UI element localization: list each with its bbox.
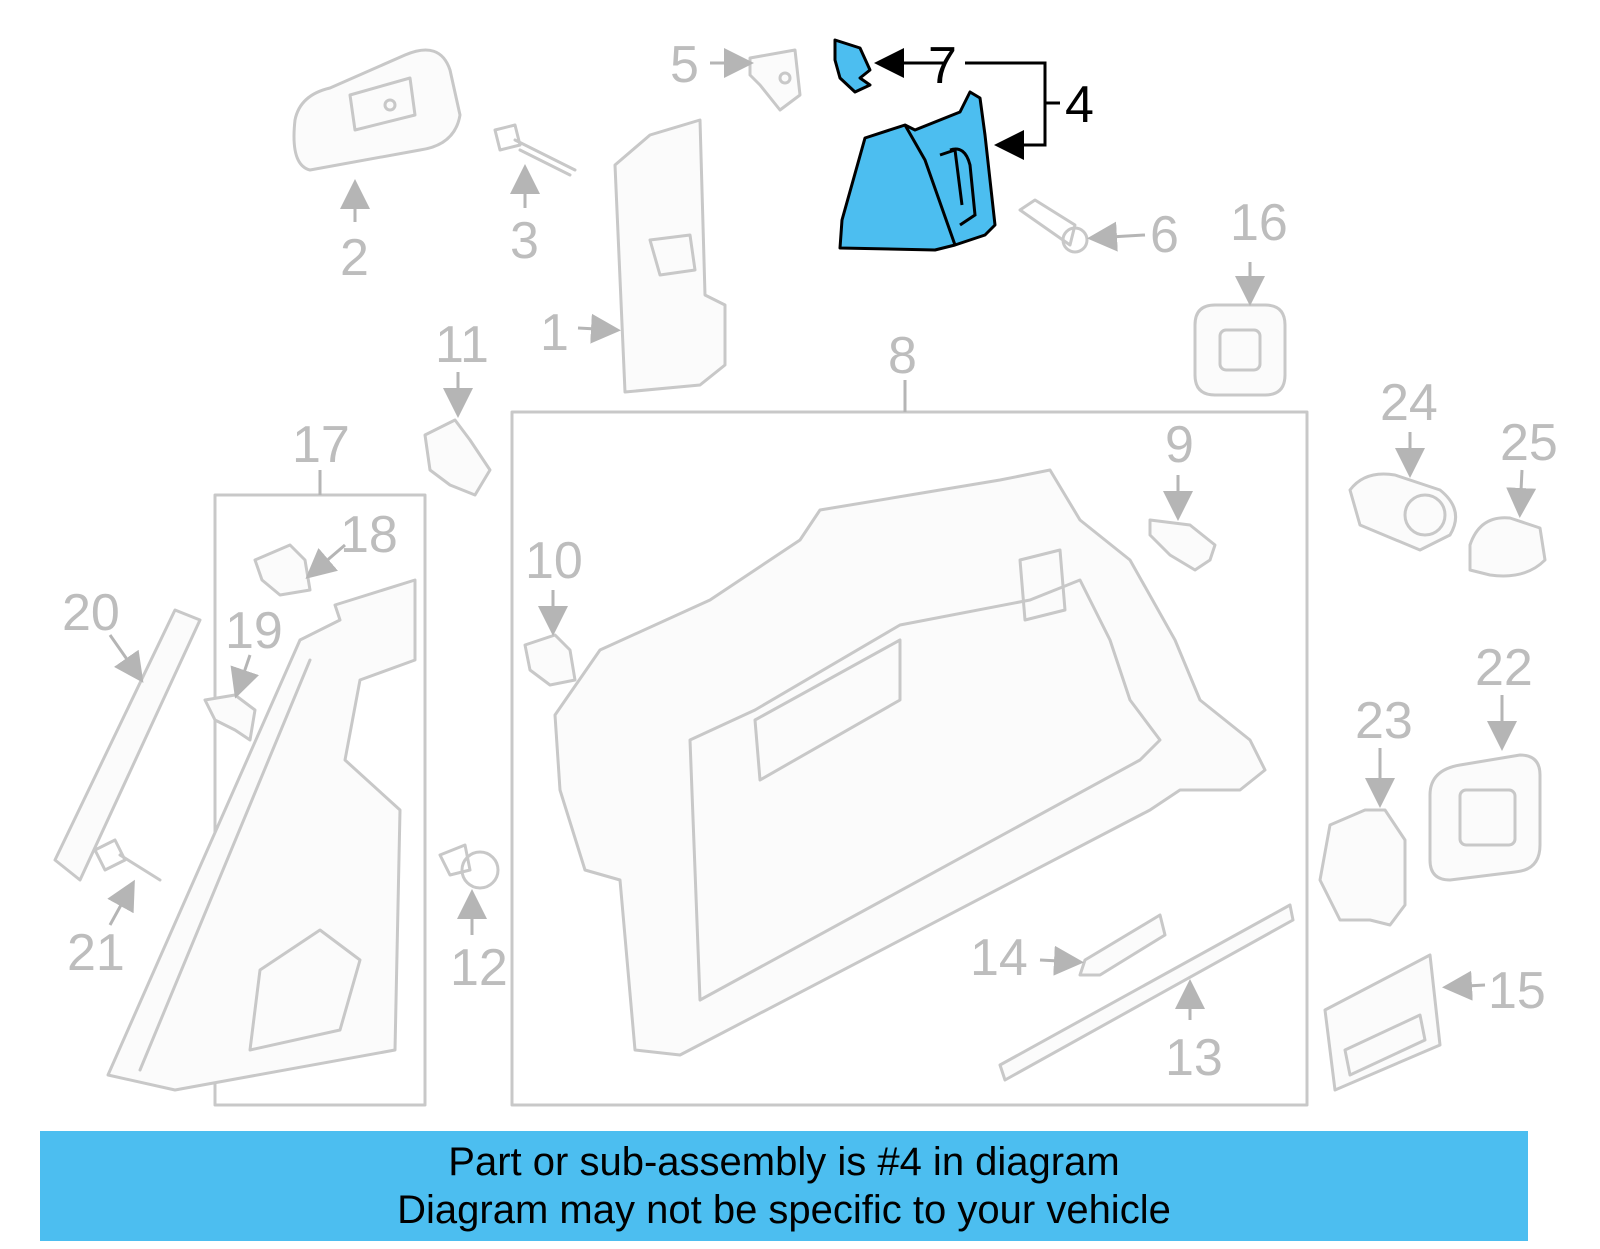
callout-3: 3: [510, 212, 539, 270]
callout-7: 7: [928, 37, 957, 95]
part-10-clip: [523, 633, 577, 687]
part-21-push-pin: [93, 838, 162, 882]
part-18-clip: [253, 543, 312, 597]
callout-12: 12: [450, 939, 508, 997]
part-24-socket: [1348, 472, 1458, 552]
callout-18: 18: [340, 506, 398, 564]
part-3-push-pin: [493, 123, 577, 177]
parts-diagram: 2 3 5 1 6 16 7 4: [53, 36, 1558, 1107]
callout-2: 2: [340, 229, 369, 287]
part-15-plate: [1323, 953, 1442, 1092]
callout-17: 17: [292, 416, 350, 474]
part-13-sill-strip: [998, 903, 1295, 1082]
callout-1: 1: [540, 304, 569, 362]
callout-24: 24: [1380, 374, 1438, 432]
part-11-clip: [423, 418, 492, 497]
part-6-bolt: [1018, 198, 1089, 254]
part-16-connector: [1193, 303, 1287, 397]
callout-6: 6: [1150, 206, 1179, 264]
part-25-cap: [1468, 516, 1547, 578]
callout-9: 9: [1165, 416, 1194, 474]
part-7-clip-highlighted: [833, 38, 872, 94]
part-22-connector: [1428, 753, 1542, 882]
callout-23: 23: [1355, 692, 1413, 750]
part-9-clip: [1148, 518, 1217, 572]
callout-8: 8: [888, 327, 917, 385]
part-4-trim-panel-highlighted: [838, 90, 997, 252]
part-5-bracket: [748, 48, 802, 112]
banner-line-1: Part or sub-assembly is #4 in diagram: [448, 1140, 1120, 1184]
part-12-screw: [438, 843, 500, 890]
part-2-lamp-housing: [292, 48, 462, 172]
callout-19: 19: [225, 602, 283, 660]
part-1-pillar-trim: [613, 118, 727, 394]
part-8-group-box: [510, 410, 1309, 1107]
callout-21: 21: [67, 924, 125, 982]
part-20-strip: [53, 608, 202, 882]
callout-11: 11: [435, 316, 489, 374]
part-8-quarter-trim: [553, 468, 1267, 1057]
part-19-clip: [203, 693, 257, 742]
info-banner: Part or sub-assembly is #4 in diagram Di…: [40, 1131, 1528, 1241]
banner-line-2: Diagram may not be specific to your vehi…: [397, 1188, 1171, 1232]
callout-22: 22: [1475, 639, 1533, 697]
part-17-trim-panel: [106, 578, 417, 1092]
callout-5: 5: [670, 36, 699, 94]
callout-13: 13: [1165, 1029, 1223, 1087]
part-14-cover: [1078, 913, 1167, 977]
callout-15: 15: [1488, 962, 1546, 1020]
callout-4: 4: [1065, 76, 1094, 134]
callout-25: 25: [1500, 414, 1558, 472]
callout-16: 16: [1230, 194, 1288, 252]
callout-10: 10: [525, 532, 583, 590]
callout-14: 14: [970, 929, 1028, 987]
part-23-bracket: [1318, 808, 1407, 927]
callout-20: 20: [62, 584, 120, 642]
